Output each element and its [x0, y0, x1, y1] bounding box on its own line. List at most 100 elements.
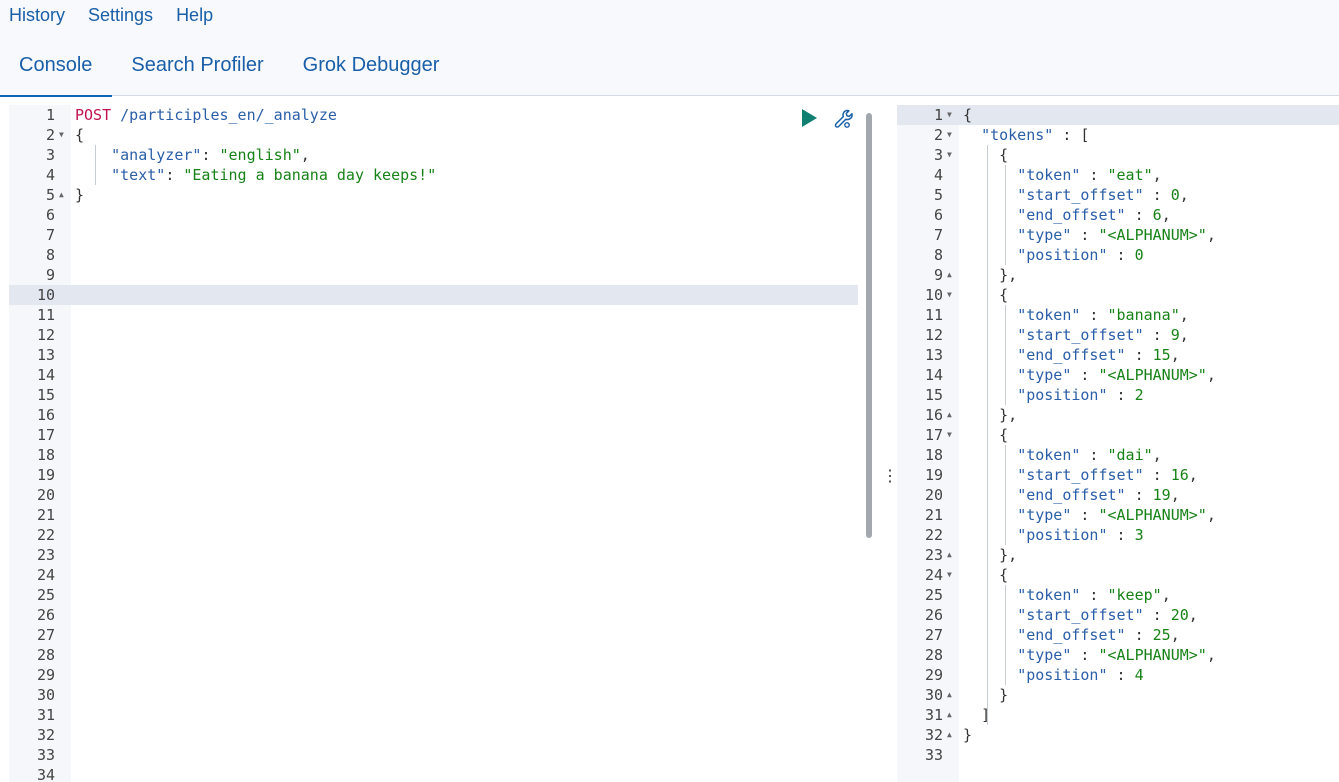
fold-up-icon[interactable]: ▲: [947, 550, 952, 559]
fold-down-icon[interactable]: ▼: [59, 130, 64, 139]
tab-grok-debugger[interactable]: Grok Debugger: [302, 54, 440, 76]
code-text: },: [999, 546, 1018, 564]
request-line[interactable]: 9: [9, 265, 858, 285]
response-line[interactable]: 20 "end_offset" : 19,: [897, 485, 1339, 505]
request-line[interactable]: 28: [9, 645, 858, 665]
fold-up-icon[interactable]: ▲: [59, 190, 64, 199]
menu-help[interactable]: Help: [176, 5, 214, 25]
request-line[interactable]: 7: [9, 225, 858, 245]
response-line[interactable]: 22 "position" : 3: [897, 525, 1339, 545]
position-value: 0: [1134, 246, 1144, 264]
line-number: 13: [924, 346, 943, 364]
response-line[interactable]: 9▲ },: [897, 265, 1339, 285]
request-line[interactable]: 29: [9, 665, 858, 685]
fold-up-icon[interactable]: ▲: [947, 410, 952, 419]
request-line[interactable]: 15: [9, 385, 858, 405]
fold-down-icon[interactable]: ▼: [947, 150, 952, 159]
fold-down-icon[interactable]: ▼: [947, 570, 952, 579]
request-line[interactable]: 27: [9, 625, 858, 645]
request-line[interactable]: 13: [9, 345, 858, 365]
code-text: "text": "Eating a banana day keeps!": [111, 166, 437, 184]
request-line[interactable]: 33: [9, 745, 858, 765]
line-number: 25: [924, 586, 943, 604]
request-line[interactable]: 20: [9, 485, 858, 505]
menu-history[interactable]: History: [9, 5, 66, 25]
fold-down-icon[interactable]: ▼: [947, 290, 952, 299]
line-number: 1: [933, 106, 943, 124]
fold-down-icon[interactable]: ▼: [947, 430, 952, 439]
request-line[interactable]: 5▲}: [9, 185, 858, 205]
request-line[interactable]: 14: [9, 365, 858, 385]
response-line[interactable]: 32▲}: [897, 725, 1339, 745]
request-line[interactable]: 4 "text": "Eating a banana day keeps!": [9, 165, 858, 185]
response-line[interactable]: 10▼ {: [897, 285, 1339, 305]
response-line[interactable]: 14 "type" : "<ALPHANUM>",: [897, 365, 1339, 385]
request-line[interactable]: 6: [9, 205, 858, 225]
response-line[interactable]: 23▲ },: [897, 545, 1339, 565]
response-line[interactable]: 19 "start_offset" : 16,: [897, 465, 1339, 485]
response-line[interactable]: 7 "type" : "<ALPHANUM>",: [897, 225, 1339, 245]
response-line[interactable]: 33: [897, 745, 1339, 765]
request-line[interactable]: 19: [9, 465, 858, 485]
request-line[interactable]: 23: [9, 545, 858, 565]
response-line[interactable]: 27 "end_offset" : 25,: [897, 625, 1339, 645]
request-line[interactable]: 22: [9, 525, 858, 545]
request-line[interactable]: 30: [9, 685, 858, 705]
response-viewer[interactable]: 1▼{2▼ "tokens" : [3▼ {4 "token" : "eat",…: [897, 105, 1339, 782]
fold-down-icon[interactable]: ▼: [947, 130, 952, 139]
request-line[interactable]: 18: [9, 445, 858, 465]
request-line[interactable]: 34: [9, 765, 858, 782]
response-line[interactable]: 1▼{: [897, 105, 1339, 125]
request-scrollbar[interactable]: [866, 113, 872, 538]
request-line[interactable]: 3 "analyzer": "english",: [9, 145, 858, 165]
response-line[interactable]: 5 "start_offset" : 0,: [897, 185, 1339, 205]
response-line[interactable]: 17▼ {: [897, 425, 1339, 445]
request-line[interactable]: 8: [9, 245, 858, 265]
response-line[interactable]: 3▼ {: [897, 145, 1339, 165]
request-line[interactable]: 11: [9, 305, 858, 325]
response-line[interactable]: 21 "type" : "<ALPHANUM>",: [897, 505, 1339, 525]
response-line[interactable]: 26 "start_offset" : 20,: [897, 605, 1339, 625]
request-line[interactable]: 31: [9, 705, 858, 725]
response-line[interactable]: 31▲ ]: [897, 705, 1339, 725]
response-line[interactable]: 28 "type" : "<ALPHANUM>",: [897, 645, 1339, 665]
response-line[interactable]: 25 "token" : "keep",: [897, 585, 1339, 605]
response-line[interactable]: 8 "position" : 0: [897, 245, 1339, 265]
response-line[interactable]: 18 "token" : "dai",: [897, 445, 1339, 465]
response-line[interactable]: 12 "start_offset" : 9,: [897, 325, 1339, 345]
response-line[interactable]: 15 "position" : 2: [897, 385, 1339, 405]
request-line[interactable]: 25: [9, 585, 858, 605]
response-line[interactable]: 30▲ }: [897, 685, 1339, 705]
response-line[interactable]: 16▲ },: [897, 405, 1339, 425]
request-line[interactable]: 10: [9, 285, 858, 305]
fold-down-icon[interactable]: ▼: [947, 110, 952, 119]
response-line[interactable]: 4 "token" : "eat",: [897, 165, 1339, 185]
tab-console[interactable]: Console: [0, 44, 113, 97]
request-line[interactable]: 17: [9, 425, 858, 445]
request-line[interactable]: 26: [9, 605, 858, 625]
fold-up-icon[interactable]: ▲: [947, 710, 952, 719]
fold-up-icon[interactable]: ▲: [947, 270, 952, 279]
fold-up-icon[interactable]: ▲: [947, 730, 952, 739]
response-line[interactable]: 2▼ "tokens" : [: [897, 125, 1339, 145]
line-number: 9: [933, 266, 943, 284]
wrench-icon[interactable]: [833, 108, 855, 130]
request-line[interactable]: 2▼{: [9, 125, 858, 145]
request-line[interactable]: 21: [9, 505, 858, 525]
request-line[interactable]: 16: [9, 405, 858, 425]
request-line[interactable]: 32: [9, 725, 858, 745]
request-line[interactable]: 12: [9, 325, 858, 345]
request-line[interactable]: 24: [9, 565, 858, 585]
fold-up-icon[interactable]: ▲: [947, 690, 952, 699]
menu-settings[interactable]: Settings: [88, 5, 154, 25]
response-line[interactable]: 24▼ {: [897, 565, 1339, 585]
response-line[interactable]: 29 "position" : 4: [897, 665, 1339, 685]
response-line[interactable]: 13 "end_offset" : 15,: [897, 345, 1339, 365]
response-line[interactable]: 11 "token" : "banana",: [897, 305, 1339, 325]
vertical-dots-icon[interactable]: ⋮: [882, 468, 898, 485]
play-icon[interactable]: [799, 108, 819, 128]
response-line[interactable]: 6 "end_offset" : 6,: [897, 205, 1339, 225]
tab-search-profiler[interactable]: Search Profiler: [131, 54, 264, 76]
